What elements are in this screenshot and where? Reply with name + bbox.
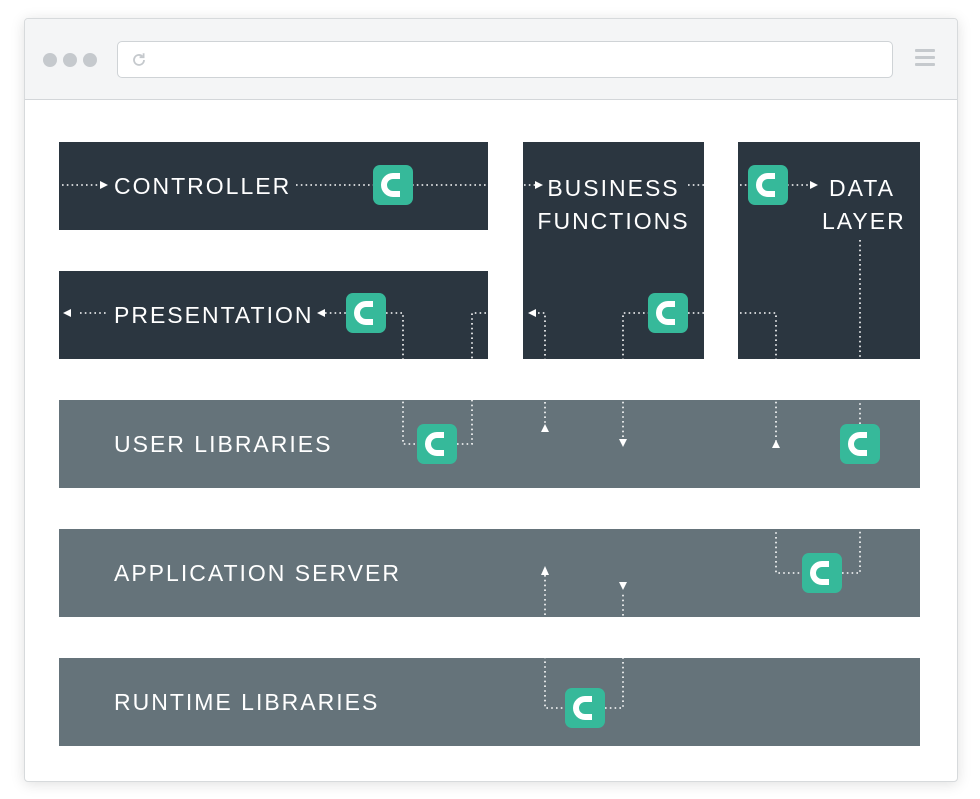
runtime-libraries-box: RUNTIME LIBRARIES xyxy=(59,658,920,746)
c-logo-icon xyxy=(373,165,413,205)
c-logo-icon xyxy=(565,688,605,728)
runtime-libraries-label: RUNTIME LIBRARIES xyxy=(114,689,380,715)
application-server-box: APPLICATION SERVER xyxy=(59,529,920,617)
c-logo-icon xyxy=(840,424,880,464)
user-libraries-box: USER LIBRARIES xyxy=(59,400,920,488)
controller-label: CONTROLLER xyxy=(114,173,292,199)
browser-titlebar xyxy=(25,19,957,100)
window-dot[interactable] xyxy=(43,53,57,67)
data-layer-label-line1: DATA xyxy=(829,175,895,201)
presentation-box: PRESENTATION xyxy=(59,271,488,359)
business-functions-label-line1: BUSINESS xyxy=(547,175,680,201)
reload-icon[interactable] xyxy=(130,51,148,69)
c-logo-icon xyxy=(802,553,842,593)
business-functions-label-line2: FUNCTIONS xyxy=(537,208,690,234)
window-dot[interactable] xyxy=(63,53,77,67)
application-server-label: APPLICATION SERVER xyxy=(114,560,401,586)
window-dot[interactable] xyxy=(83,53,97,67)
address-bar[interactable] xyxy=(117,41,893,78)
c-logo-icon xyxy=(417,424,457,464)
presentation-label: PRESENTATION xyxy=(114,302,314,328)
c-logo-icon xyxy=(346,293,386,333)
c-logo-icon xyxy=(748,165,788,205)
controller-box: CONTROLLER xyxy=(59,142,488,230)
data-layer-label-line2: LAYER xyxy=(822,208,906,234)
user-libraries-label: USER LIBRARIES xyxy=(114,431,333,457)
hamburger-menu-icon[interactable] xyxy=(915,49,935,69)
c-logo-icon xyxy=(648,293,688,333)
